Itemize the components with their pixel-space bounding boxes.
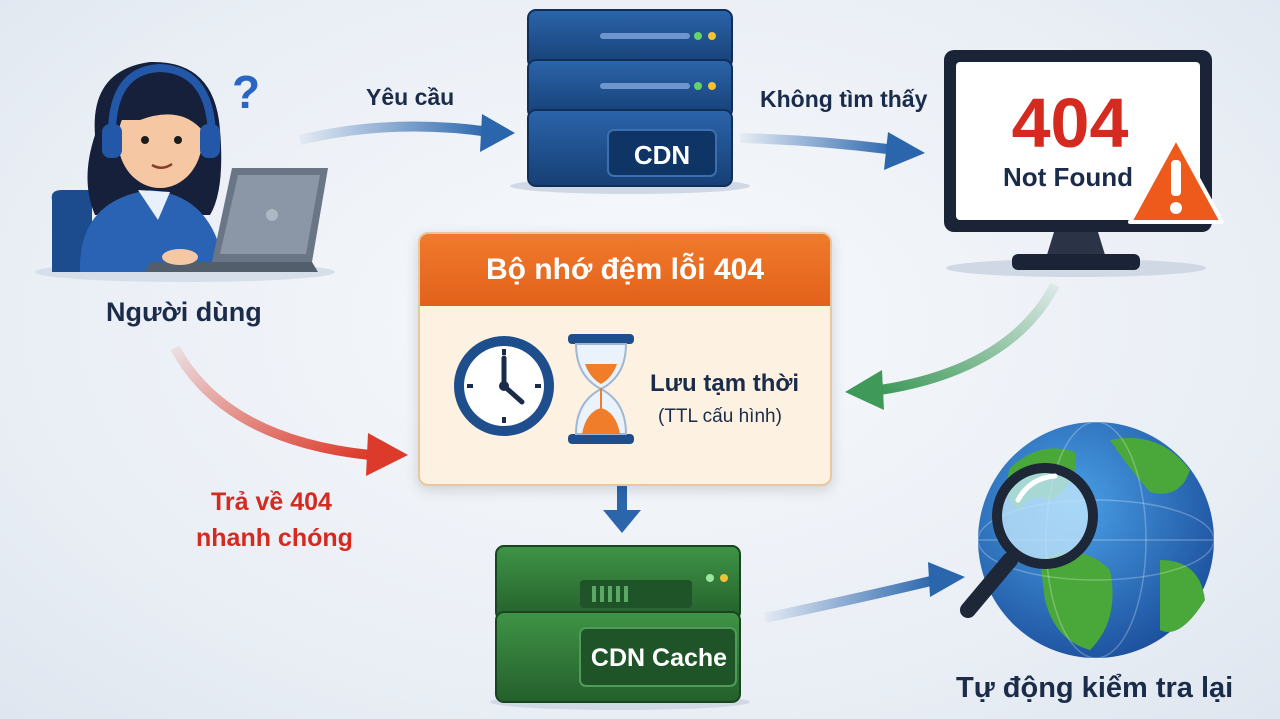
cdn-cache-server: [490, 545, 750, 710]
warning-icon: [1128, 136, 1224, 224]
store-temporarily-label: Lưu tạm thời: [650, 370, 800, 397]
headset-icon: [102, 63, 220, 158]
fast-return-arrow: [170, 345, 371, 460]
cache-panel-title: Bộ nhớ đệm lỗi 404: [420, 234, 830, 306]
user-label: Người dùng: [106, 297, 262, 327]
cdn-cache-label: CDN Cache: [591, 644, 727, 672]
clock-icon: [454, 336, 554, 436]
auto-recheck-label: Tự động kiểm tra lại: [956, 672, 1234, 704]
fast-return-label-line1: Trả về 404: [211, 488, 332, 516]
fast-return-label-line2: nhanh chóng: [196, 524, 353, 552]
not-found-arrow-label: Không tìm thấy: [760, 86, 928, 112]
cdn-server: [510, 9, 750, 194]
cache-to-panel-arrow: [879, 282, 1060, 395]
request-arrow: [298, 121, 491, 145]
cache-panel-icons: [454, 334, 634, 444]
question-mark-icon: ?: [232, 66, 260, 118]
error-cache-panel: Bộ nhớ đệm lỗi 404 Lưu tạm thời (TTL cấu…: [418, 232, 832, 486]
error-message: Not Found: [1003, 162, 1133, 192]
monitor-404: [944, 50, 1212, 277]
magnifier-icon: [960, 463, 1098, 618]
laptop-icon: [145, 168, 328, 272]
error-code: 404: [1012, 84, 1129, 162]
request-label: Yêu cầu: [366, 84, 455, 110]
ttl-config-label: (TTL cấu hình): [658, 406, 782, 427]
cdn-server-label: CDN: [634, 140, 690, 170]
recheck-arrow: [763, 575, 937, 623]
hourglass-icon: [568, 334, 634, 444]
not-found-arrow: [739, 133, 896, 155]
